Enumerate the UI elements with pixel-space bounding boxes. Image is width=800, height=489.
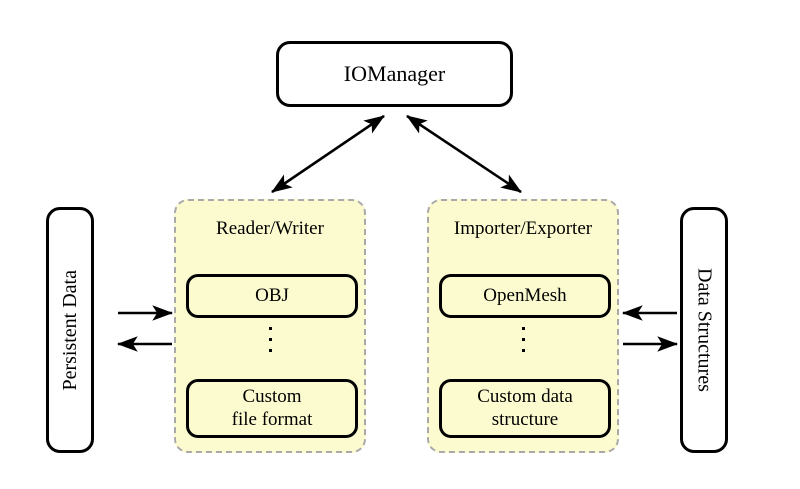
node-custom-data-structure[interactable]: Custom data structure — [439, 379, 611, 438]
node-openmesh[interactable]: OpenMesh — [439, 274, 611, 318]
node-data-structures[interactable]: Data Structures — [680, 207, 728, 453]
reader-writer-ellipsis-icon — [176, 327, 364, 352]
arrow-manager-reader-writer — [271, 114, 385, 194]
arrow-manager-importer-exporter — [406, 114, 522, 194]
node-obj[interactable]: OBJ — [186, 274, 358, 318]
custom-data-structure-label-line2: structure — [491, 408, 559, 430]
node-persistent-data[interactable]: Persistent Data — [46, 207, 94, 453]
custom-file-format-label-line2: file format — [231, 408, 313, 430]
io-manager-label: IOManager — [343, 61, 446, 86]
openmesh-label: OpenMesh — [483, 284, 567, 306]
persistent-data-label: Persistent Data — [58, 269, 81, 391]
node-io-manager[interactable]: IOManager — [276, 41, 513, 107]
panel-reader-writer[interactable]: Reader/Writer OBJ Custom file format — [174, 199, 366, 453]
obj-label: OBJ — [255, 284, 289, 306]
custom-file-format-label-line1: Custom — [242, 386, 302, 408]
data-structures-label: Data Structures — [693, 268, 716, 392]
importer-exporter-ellipsis-icon — [429, 327, 617, 352]
node-custom-file-format[interactable]: Custom file format — [186, 379, 358, 438]
panel-importer-exporter-title: Importer/Exporter — [453, 218, 593, 239]
panel-reader-writer-title: Reader/Writer — [216, 218, 324, 239]
custom-data-structure-label-line1: Custom data — [477, 386, 573, 408]
panel-importer-exporter[interactable]: Importer/Exporter OpenMesh Custom data s… — [427, 199, 619, 453]
